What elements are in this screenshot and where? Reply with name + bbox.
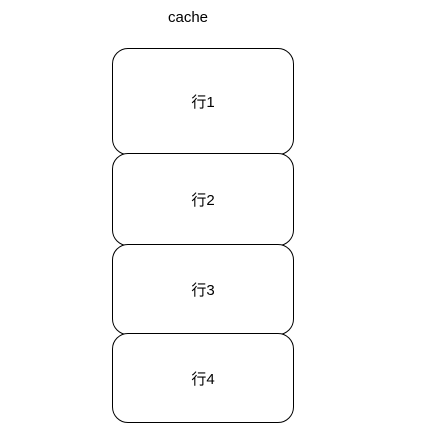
- cache-row-4: 行4: [112, 333, 294, 423]
- cache-row-2: 行2: [112, 153, 294, 246]
- cache-title: cache: [167, 9, 209, 26]
- cache-row-3: 行3: [112, 244, 294, 335]
- cache-row-2-label: 行2: [191, 192, 215, 209]
- cache-row-4-label: 行4: [191, 370, 215, 388]
- cache-row-1: 行1: [112, 48, 294, 155]
- cache-row-1-label: 行1: [191, 94, 215, 111]
- cache-row-3-label: 行3: [191, 282, 215, 299]
